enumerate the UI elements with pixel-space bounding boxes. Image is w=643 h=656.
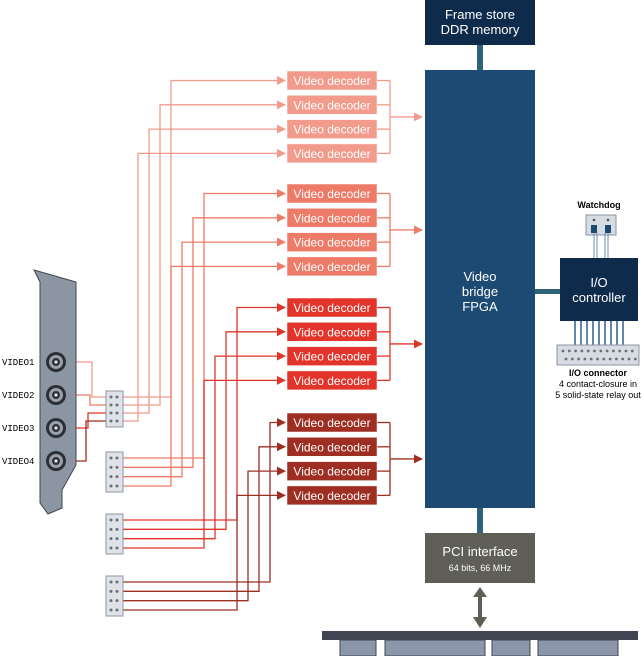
io-controller-line2: controller [572,290,626,305]
video-decoder: Video decoder [286,370,378,391]
memory-bus-link [477,45,483,70]
bnc-connector-icon [46,451,66,471]
pin-header-connector-icon [105,390,124,428]
video-decoder: Video decoder [286,346,378,366]
video-decoder-label: Video decoder [293,489,370,503]
fpga-block: Video bridge FPGA [425,70,535,508]
decoder-input-wire [123,261,286,487]
decoder-input-wire [123,188,286,459]
frame-store-line2: DDR memory [441,22,520,37]
video-decoder-label: Video decoder [293,211,370,225]
io-connector-icon [556,344,640,366]
io-controller-line1: I/O [590,275,607,290]
video-decoder-label: Video decoder [293,465,370,479]
decoder-input-wire [123,237,286,478]
watchdog-label: Watchdog [577,200,620,210]
decoder-input-wire [123,148,286,422]
video-decoder: Video decoder [286,461,378,481]
fpga-line2: bridge [462,284,498,299]
video-decoder: Video decoder [286,322,378,342]
bnc-to-header-wire [66,394,106,406]
signal-wires [66,75,423,611]
video-decoder-label: Video decoder [293,325,370,339]
io-connector-line1: 4 contact-closure in [559,379,637,389]
video-decoder-label: Video decoder [293,260,370,274]
video-input-label: VIDEO3 [2,424,34,434]
io-controller-link [535,289,561,294]
decoder-input-wire [123,124,286,414]
video-decoder-label: Video decoder [293,187,370,201]
io-connector-title: I/O connector [569,368,628,378]
video-decoder-label: Video decoder [293,350,370,364]
fpga-line3: FPGA [462,299,498,314]
pin-header-connector-icon [105,575,124,617]
video-decoder: Video decoder [286,70,378,91]
bnc-connector-icon [46,352,66,372]
fpga-line1: Video [463,269,496,284]
video-decoder: Video decoder [286,297,378,318]
bnc-to-header-wire [66,361,106,398]
video-decoder: Video decoder [286,437,378,457]
pci-edge-connector [322,631,638,656]
frame-store-block: Frame store DDR memory [425,0,535,45]
video-input-label: VIDEO4 [2,457,34,467]
video-decoder: Video decoder [286,183,378,204]
decoder-input-wire [123,302,286,521]
video-decoder: Video decoder [286,95,378,115]
video-decoder-label: Video decoder [293,416,370,430]
video-input-label: VIDEO1 [2,358,34,368]
pin-header-connector-icon [105,513,124,555]
decoder-input-wire [123,417,286,583]
video-decoder: Video decoder [286,485,378,506]
io-connector-wires [574,321,624,345]
video-decoder-label: Video decoder [293,123,370,137]
video-decoder: Video decoder [286,143,378,164]
video-input-label: VIDEO2 [2,391,34,401]
decoder-input-wire [123,327,286,530]
pci-bus-link [477,508,483,533]
video-decoder: Video decoder [286,232,378,252]
video-decoder: Video decoder [286,412,378,433]
bnc-connector-icon [46,385,66,405]
io-connector-line2: 5 solid-state relay out [555,390,641,400]
pci-interface-block: PCI interface 64 bits, 66 MHz [425,533,535,583]
decoder-input-wire [123,100,286,406]
pci-title: PCI interface [442,544,517,559]
video-decoder-label: Video decoder [293,236,370,250]
video-decoder: Video decoder [286,256,378,277]
io-controller-block: I/O controller [560,258,638,321]
decoder-input-wire [123,442,286,592]
decoder-input-wire [123,375,286,549]
bidirectional-arrow-icon [473,587,487,628]
video-decoder: Video decoder [286,119,378,139]
decoder-input-wire [123,213,286,468]
pci-sub: 64 bits, 66 MHz [449,563,512,573]
video-decoder-label: Video decoder [293,374,370,388]
video-decoder-label: Video decoder [293,98,370,112]
decoder-input-wire [123,466,286,602]
video-decoder: Video decoder [286,208,378,228]
watchdog-header-icon [585,214,617,236]
decoder-input-wire [123,351,286,540]
decoder-input-wire [123,75,286,398]
video-decoder-label: Video decoder [293,440,370,454]
video-decoder-label: Video decoder [293,147,370,161]
video-decoder-label: Video decoder [293,74,370,88]
watchdog-wires [593,233,609,258]
video-decoder-label: Video decoder [293,301,370,315]
bnc-connector-icon [46,418,66,438]
pin-header-connector-icon [105,451,124,493]
frame-store-line1: Frame store [445,7,515,22]
decoder-input-wire [123,490,286,611]
